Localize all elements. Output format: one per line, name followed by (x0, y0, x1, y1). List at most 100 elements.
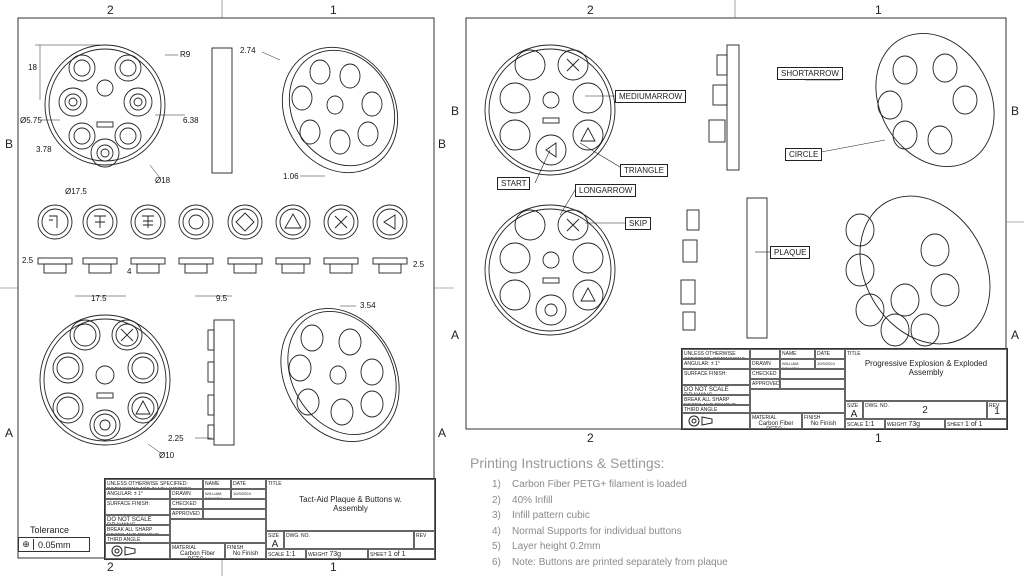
r-tb-finish: FINISH No Finish (802, 413, 845, 429)
dim-r9: R9 (180, 50, 191, 59)
tb-name-hdr: NAME (203, 479, 231, 489)
r-tb-blank-hdr (750, 349, 780, 359)
left-drawing-sheet: 2 1 2 1 B A B A R9 18 Ø5.75 3.78 6.38 Ø1… (0, 0, 454, 576)
tb-approved-val (203, 509, 266, 519)
r-zone-side-a-left: A (451, 328, 460, 342)
zone-top-1: 1 (330, 3, 337, 17)
r-tb-drawn-name: WILLIAM DEMARK (780, 359, 815, 369)
r-tb-scale: SCALE 1:1 (845, 419, 885, 429)
r-tb-unless: UNLESS OTHERWISE SPECIFIED: DIMENSIONS A… (682, 349, 750, 359)
r-tb-date-hdr: DATE (815, 349, 845, 359)
zone-bottom-2: 2 (107, 560, 114, 574)
r-tb-title: TITLE Progressive Explosion & Exploded A… (845, 349, 1007, 401)
tb-surface: SURFACE FINISH: (105, 499, 170, 515)
r-tb-size: SIZE A (845, 401, 863, 419)
instruction-item: 6) Note: Buttons are printed separately … (492, 556, 728, 568)
position-tolerance-icon: ⊕ (19, 539, 34, 550)
dim-2-25: 2.25 (168, 434, 184, 443)
tb-break-edges: BREAK ALL SHARP EDGES AND REMOVE BURRS (105, 525, 170, 535)
r-tb-break-edges: BREAK ALL SHARP EDGES AND REMOVE BURRS (682, 395, 750, 405)
tb-date-hdr: DATE (231, 479, 266, 489)
tb-material: MATERIAL Carbon Fiber PETG+ (170, 543, 225, 559)
tolerance-label: Tolerance (30, 525, 70, 535)
r-tb-material: MATERIAL Carbon Fiber PETG+ (750, 413, 802, 429)
tb-title-text: Tact-Aid Plaque & Buttons w. Assembly (299, 495, 402, 513)
r-tb-sheet: SHEET 1 of 1 (945, 419, 1007, 429)
callout-triangle: TRIANGLE (620, 164, 669, 177)
plaque-side-view (211, 47, 233, 174)
plaque-front-view (44, 44, 166, 168)
projection-symbol-icon (105, 543, 170, 559)
callout-start: START (497, 177, 531, 190)
instructions-title: Printing Instructions & Settings: (470, 455, 665, 471)
r-tb-drawn: DRAWN (750, 359, 780, 369)
dim-10: Ø10 (159, 451, 175, 460)
dim-6-38: 6.38 (183, 116, 199, 125)
r-tb-checked: CHECKED (750, 369, 780, 379)
dim-4: 4 (127, 267, 132, 276)
r-zone-top-1: 1 (875, 3, 882, 17)
left-title-block: UNLESS OTHERWISE SPECIFIED: DIMENSIONS A… (104, 478, 436, 560)
r-tb-name-hdr: NAME (780, 349, 815, 359)
exploded-isometric-top (875, 32, 995, 168)
tb-blank (170, 519, 266, 543)
r-tb-rev: REV 1 (987, 401, 1007, 419)
explosion-side-views (680, 44, 768, 339)
tb-angular: ANGULAR: ± 1° (105, 489, 170, 499)
tolerance-box: ⊕ 0.05mm (18, 537, 90, 552)
instruction-item: 2) 40% Infill (492, 494, 553, 506)
callout-skip: SKIP (625, 217, 652, 230)
printing-instructions: Printing Instructions & Settings: 1) Car… (470, 455, 1010, 570)
r-zone-bottom-2: 2 (587, 431, 594, 445)
r-tb-do-not-scale: DO NOT SCALE DRAWING (682, 385, 750, 395)
r-zone-bottom-1: 1 (875, 431, 882, 445)
tb-drawn-date: 10/9/2024 (231, 489, 266, 499)
tb-scale: SCALE 1:1 (266, 549, 306, 559)
buttons-side-row (37, 257, 408, 274)
right-drawing-sheet: 2 1 B A B A 2 1 MEDIUMARROW SHORTARROW C… (451, 0, 1024, 445)
exploded-isometric-bottom (845, 195, 991, 347)
r-tb-approved-val (780, 379, 845, 389)
dim-17-5-dia: Ø17.5 (65, 187, 87, 196)
instruction-item: 4) Normal Supports for individual button… (492, 525, 682, 537)
dim-3-78: 3.78 (36, 145, 52, 154)
tolerance-value: 0.05mm (38, 539, 71, 550)
instruction-item: 3) Infill pattern cubic (492, 510, 590, 521)
r-tb-drawn-date: 10/9/2024 (815, 359, 845, 369)
plaque-isometric-view (281, 46, 399, 174)
zone-side-a-right: A (438, 426, 447, 440)
explosion-front-bottom (484, 204, 616, 336)
tb-dwgno: DWG. NO. (284, 531, 414, 549)
r-tb-checked-val (780, 369, 845, 379)
r-tb-weight: WEIGHT 73g (885, 419, 945, 429)
tb-projection: THIRD ANGLE PROJECTION (105, 535, 170, 543)
dim-2-5-left: 2.5 (22, 256, 34, 265)
zone-top-2: 2 (107, 3, 114, 17)
r-projection-symbol-icon (682, 413, 750, 429)
tb-do-not-scale: DO NOT SCALE DRAWING (105, 515, 170, 525)
dim-2-74: 2.74 (240, 46, 256, 55)
explosion-front-top (484, 44, 616, 176)
tb-rev: REV (414, 531, 435, 549)
right-title-block: UNLESS OTHERWISE SPECIFIED: DIMENSIONS A… (681, 348, 1008, 430)
r-tb-angular: ANGULAR: ± 1° (682, 359, 750, 369)
tb-title: TITLE Tact-Aid Plaque & Buttons w. Assem… (266, 479, 435, 531)
r-tb-blank (750, 389, 845, 413)
callout-circle: CIRCLE (785, 148, 823, 161)
tb-finish-val: No Finish (232, 551, 259, 557)
zone-bottom-1: 1 (330, 560, 337, 574)
buttons-row (37, 204, 408, 240)
tb-weight: WEIGHT 73g (306, 549, 368, 559)
assembly-front-view (39, 314, 171, 446)
tb-checked: CHECKED (170, 499, 203, 509)
callout-longarrow: LONGARROW (575, 184, 637, 197)
dim-17-5: 17.5 (91, 294, 107, 303)
dim-3-54: 3.54 (360, 301, 376, 310)
tb-size: SIZE A (266, 531, 284, 549)
zone-side-a-left: A (5, 426, 14, 440)
r-tb-approved: APPROVED (750, 379, 780, 389)
assembly-isometric-view (280, 307, 400, 443)
callout-plaque: PLAQUE (770, 246, 811, 259)
r-zone-side-b-right: B (1011, 104, 1020, 118)
dim-1-06: 1.06 (283, 172, 299, 181)
